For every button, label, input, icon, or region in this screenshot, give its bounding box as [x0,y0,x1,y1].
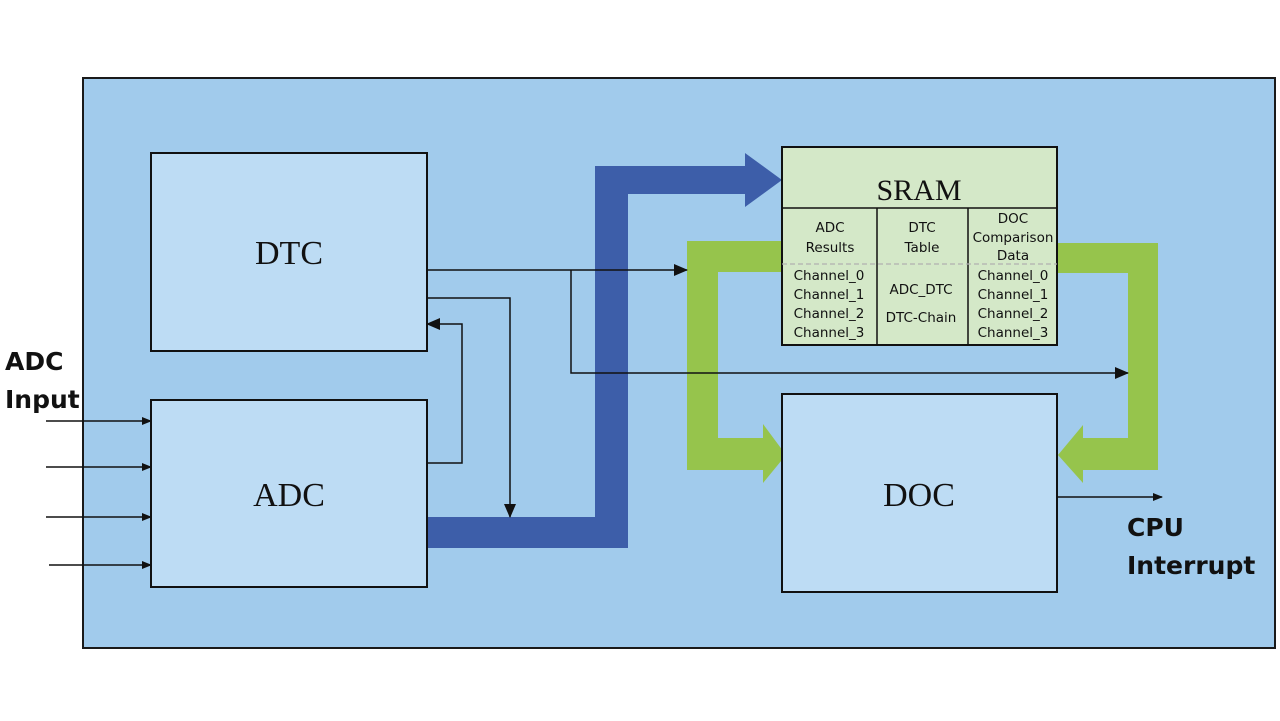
cpu-interrupt-label-line1: CPU [1127,513,1184,542]
sram-column-adc-results: ADC Results Channel_0 Channel_1 Channel_… [794,220,865,341]
cpu-interrupt-label-line2: Interrupt [1127,551,1255,580]
adc-input-arrows [46,417,152,569]
column-header: Results [806,240,855,256]
sram-cell: DTC-Chain [886,310,957,326]
adc-label: ADC [253,477,325,514]
dtc-block[interactable]: DTC [150,152,428,352]
green-bus-left [687,241,786,483]
column-header: Comparison [973,230,1054,246]
adc-to-sram-bus [427,153,782,548]
sram-title: SRAM [876,174,961,207]
sram-cell: Channel_3 [978,325,1049,341]
sram-column-dtc-table: DTC Table ADC_DTC DTC-Chain [886,220,957,326]
sram-doc-data-to-doc-bus [1058,243,1158,483]
column-header: Data [997,248,1029,264]
sram-cell: Channel_3 [794,325,865,341]
doc-label: DOC [883,477,955,514]
green-bus-right [1058,243,1158,483]
sram-cell: Channel_1 [978,287,1049,303]
dtc-to-doc-signal [570,270,1129,379]
adc-input-label-line1: ADC [5,347,63,376]
dtc-label: DTC [255,235,323,272]
sram-cell: Channel_2 [978,306,1049,322]
adc-block[interactable]: ADC [150,399,428,588]
cpu-interrupt-label: CPU Interrupt [1127,513,1255,580]
column-header: DTC [908,220,935,236]
signal-lines [426,264,1163,518]
sram-cell: Channel_0 [794,268,865,284]
sram-block[interactable]: SRAM ADC Results Channel_0 Channel_1 Cha… [781,146,1058,346]
dtc-to-adc-signal [427,297,516,518]
column-header: Table [904,240,940,256]
blue-bus-body [427,153,782,548]
column-header: DOC [998,211,1028,227]
adc-input-label-line2: Input [5,385,80,414]
sram-adc-results-to-doc-bus [687,241,786,483]
sram-cell: Channel_2 [794,306,865,322]
sram-cell: Channel_0 [978,268,1049,284]
sram-column-doc-comparison-data: DOC Comparison Data Channel_0 Channel_1 … [973,211,1054,341]
doc-block[interactable]: DOC [781,393,1058,593]
sram-cell: Channel_1 [794,287,865,303]
adc-input-label: ADC Input [5,347,80,414]
column-header: ADC [815,220,844,236]
sram-cell: ADC_DTC [889,282,952,298]
adc-to-dtc-signal [426,318,463,464]
